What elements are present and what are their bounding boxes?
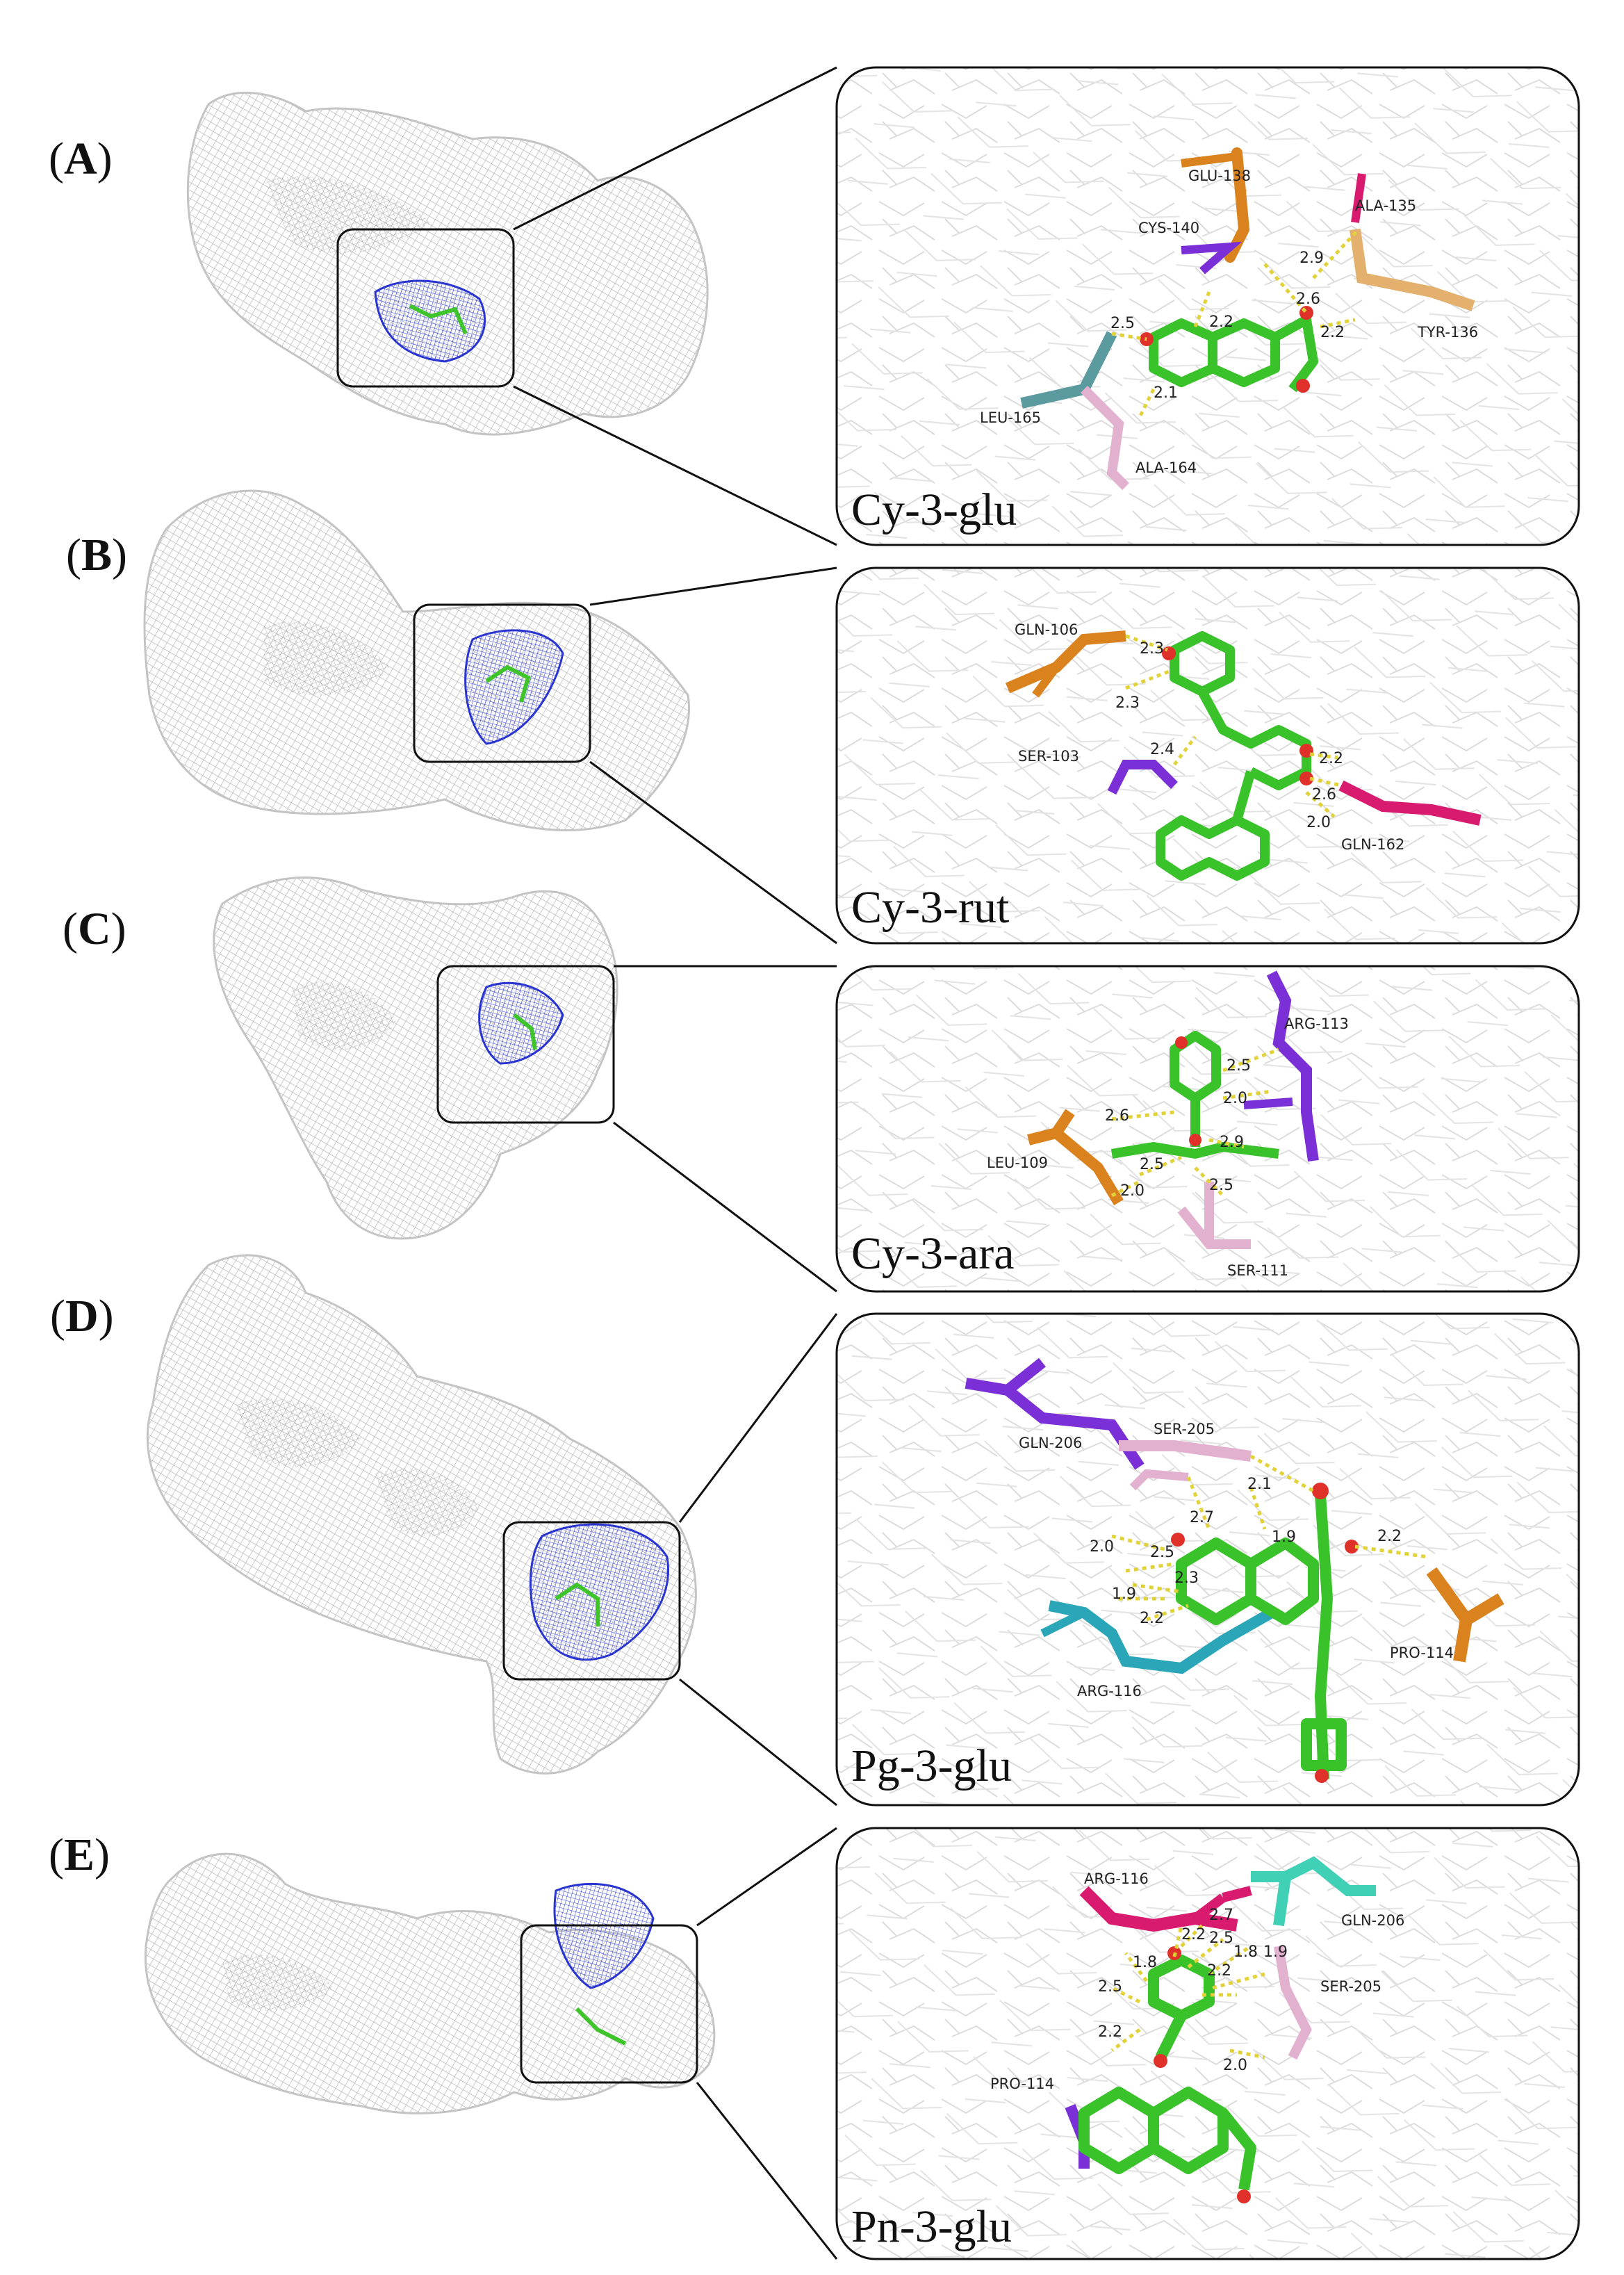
residue-label: SER-205 — [1154, 1421, 1215, 1437]
protein-surface-c — [213, 876, 618, 1240]
panel-c: (C) — [63, 876, 1580, 1293]
residue-label: LEU-109 — [987, 1155, 1048, 1171]
distance-label: 2.6 — [1312, 786, 1336, 804]
residue-label: GLN-206 — [1341, 1912, 1404, 1929]
panel-letter-a: (A) — [49, 133, 113, 184]
ligand-name-d: Pg-3-glu — [851, 1740, 1012, 1791]
distance-label: 1.8 — [1233, 1943, 1258, 1961]
residue-label: ALA-135 — [1355, 197, 1416, 214]
panel-a: (A) — [49, 66, 1580, 546]
distance-label: 2.7 — [1209, 1907, 1233, 1924]
zoom-frame-e — [835, 1827, 1580, 2260]
zoom-box-a — [336, 228, 515, 388]
distance-label: 2.9 — [1220, 1134, 1244, 1151]
zoom-view-e: ARG-116 GLN-206 SER-205 PRO-114 2.7 2.2 … — [837, 1828, 1579, 2259]
distance-label: 2.0 — [1306, 814, 1331, 831]
residue-label: PRO-114 — [990, 2076, 1054, 2092]
distance-label: 2.1 — [1154, 384, 1178, 402]
distance-label: 2.2 — [1320, 324, 1345, 341]
zoom-box-b — [413, 603, 591, 763]
distance-label: 2.5 — [1110, 315, 1135, 332]
distance-label: 2.5 — [1209, 1930, 1233, 1947]
binding-site-e — [553, 1882, 655, 1989]
distance-label: 2.5 — [1227, 1057, 1251, 1075]
distance-label: 2.5 — [1140, 1156, 1164, 1173]
distance-label: 2.2 — [1098, 2023, 1122, 2041]
distance-label: 2.7 — [1190, 1509, 1214, 1526]
zoom-box-e — [520, 1924, 698, 2084]
distance-label: 2.2 — [1140, 1610, 1164, 1627]
distance-label: 2.0 — [1223, 2057, 1247, 2074]
residue-label: GLU-138 — [1188, 168, 1251, 184]
ligand-name-c: Cy-3-ara — [851, 1228, 1015, 1279]
zoom-box-d — [502, 1521, 681, 1681]
distance-label: 2.2 — [1181, 1926, 1206, 1943]
residue-label: ARG-116 — [1084, 1870, 1149, 1887]
protein-surface-e — [144, 1852, 716, 2114]
distance-label: 2.0 — [1090, 1538, 1114, 1556]
zoom-frame-d — [835, 1312, 1580, 1807]
residue-label: SER-111 — [1227, 1262, 1288, 1279]
distance-label: 2.2 — [1207, 1962, 1231, 1980]
zoom-box-c — [436, 965, 615, 1124]
distance-label: 1.9 — [1263, 1943, 1288, 1961]
residue-label: ARG-116 — [1077, 1683, 1142, 1699]
panel-b: (B) — [66, 489, 1580, 945]
distance-label: 1.9 — [1112, 1585, 1136, 1603]
distance-label: 2.3 — [1115, 694, 1140, 712]
residue-label: GLN-106 — [1015, 621, 1078, 638]
panel-e: (E) — [49, 1827, 1580, 2260]
residue-label: SER-103 — [1018, 748, 1079, 765]
distance-label: 2.5 — [1098, 1978, 1122, 1996]
residue-label: ALA-164 — [1135, 459, 1197, 476]
residue-label: PRO-114 — [1390, 1645, 1454, 1661]
distance-label: 2.6 — [1105, 1107, 1129, 1125]
binding-site-a — [374, 279, 486, 363]
ligand-name-a: Cy-3-glu — [851, 484, 1017, 535]
zoom-frame-a — [835, 66, 1580, 546]
distance-label: 2.4 — [1150, 741, 1174, 758]
distance-label: 1.8 — [1133, 1954, 1157, 1971]
distance-label: 2.0 — [1120, 1182, 1145, 1200]
zoom-view-d: GLN-206 SER-205 PRO-114 ARG-116 2.1 2.2 … — [837, 1314, 1579, 1805]
distance-label: 1.9 — [1272, 1528, 1296, 1546]
residue-label: TYR-136 — [1417, 324, 1478, 341]
zoom-frame-b — [835, 566, 1580, 945]
distance-label: 2.3 — [1140, 640, 1164, 658]
distance-label: 2.5 — [1150, 1544, 1174, 1561]
protein-surface-a — [186, 91, 709, 436]
ligand-name-e: Pn-3-glu — [851, 2201, 1012, 2252]
panel-letter-d: (D) — [50, 1291, 114, 1342]
binding-site-b — [464, 629, 564, 745]
distance-label: 2.9 — [1299, 250, 1324, 267]
panel-letter-c: (C) — [63, 904, 126, 954]
residue-label: GLN-162 — [1341, 836, 1404, 853]
distance-label: 2.5 — [1209, 1177, 1233, 1194]
ligand-name-b: Cy-3-rut — [851, 882, 1009, 933]
zoom-view-a: GLU-138 CYS-140 ALA-135 TYR-136 LEU-165 … — [837, 67, 1579, 545]
distance-label: 2.2 — [1319, 750, 1343, 767]
distance-label: 2.2 — [1377, 1528, 1402, 1545]
binding-site-d — [529, 1523, 669, 1661]
zoom-view-c: ARG-113 LEU-109 SER-111 2.5 2.0 2.6 2.9 … — [837, 966, 1579, 1291]
zoom-view-b: GLN-106 SER-103 GLN-162 2.3 2.3 2.4 2.2 … — [837, 568, 1579, 943]
panel-letter-e: (E) — [49, 1829, 110, 1880]
residue-label: GLN-206 — [1019, 1435, 1082, 1451]
binding-site-c — [478, 981, 564, 1065]
residue-label: LEU-165 — [980, 409, 1041, 426]
panel-letter-b: (B) — [66, 530, 127, 580]
distance-label: 2.3 — [1174, 1569, 1199, 1587]
distance-label: 2.0 — [1223, 1090, 1247, 1107]
residue-label: ARG-113 — [1284, 1016, 1349, 1032]
distance-label: 2.2 — [1209, 313, 1233, 331]
distance-label: 2.6 — [1296, 291, 1320, 308]
zoom-frame-c — [835, 965, 1580, 1293]
protein-surface-b — [143, 489, 690, 831]
residue-label: CYS-140 — [1138, 220, 1199, 236]
distance-label: 2.1 — [1247, 1476, 1272, 1493]
panel-d: (D) — [50, 1254, 1580, 1807]
residue-label: SER-205 — [1320, 1978, 1381, 1995]
